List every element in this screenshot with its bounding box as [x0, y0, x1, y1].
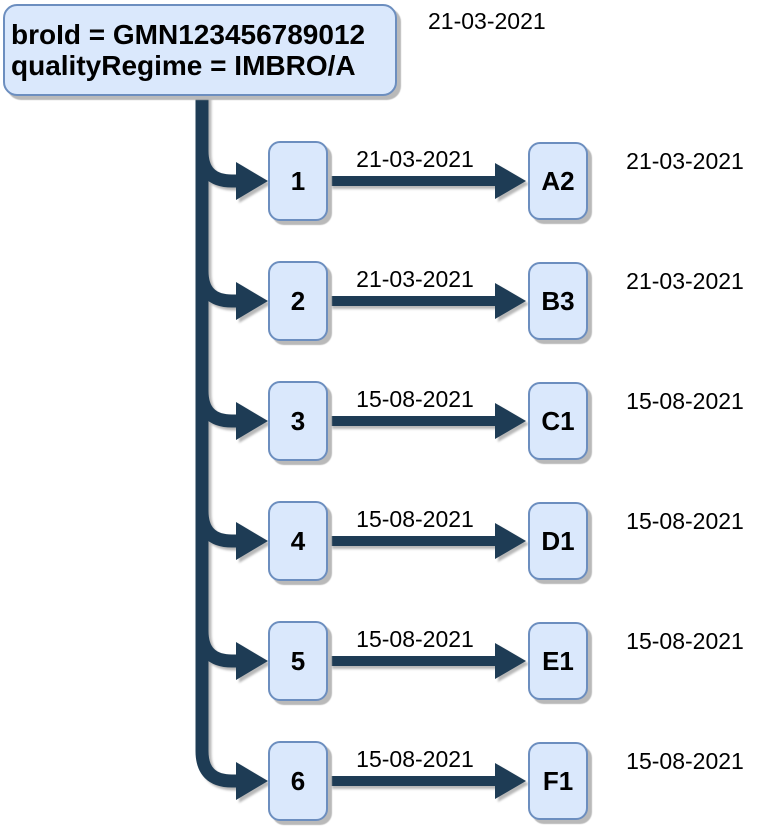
event-node-label: 2: [290, 285, 306, 316]
version-node: F1: [528, 742, 588, 820]
branch-arrowhead: [236, 282, 268, 320]
version-node-label: C1: [541, 405, 575, 436]
branch-arrowhead: [236, 162, 268, 200]
branch-arrowhead: [236, 642, 268, 680]
branch-arrowhead: [236, 402, 268, 440]
version-node-label: A2: [541, 165, 575, 196]
version-date-label: 15-08-2021: [626, 388, 744, 414]
event-node-label: 3: [290, 405, 306, 436]
branch-arrowhead: [236, 762, 268, 800]
version-node-label: B3: [541, 285, 575, 316]
edge-date-label: 15-08-2021: [356, 386, 474, 412]
branch-elbow: [195, 510, 238, 548]
edge-date-label: 21-03-2021: [356, 146, 474, 172]
edge-date-label: 15-08-2021: [356, 506, 474, 532]
event-node: 3: [268, 381, 328, 461]
version-date-label: 15-08-2021: [626, 508, 744, 534]
version-row: 1 21-03-2021 A2 21-03-2021: [0, 141, 762, 221]
version-node: D1: [528, 502, 588, 580]
version-row: 3 15-08-2021 C1 15-08-2021: [0, 381, 762, 461]
branch-elbow: [195, 750, 238, 788]
branch-elbow: [195, 150, 238, 188]
timeline-arrowhead: [495, 763, 526, 799]
version-date-label: 21-03-2021: [626, 268, 744, 294]
root-date-label: 21-03-2021: [428, 8, 546, 34]
edge-date-label: 21-03-2021: [356, 266, 474, 292]
timeline-arrowhead: [495, 163, 526, 199]
version-node-label: F1: [542, 765, 574, 796]
version-row: 2 21-03-2021 B3 21-03-2021: [0, 261, 762, 341]
edge-date-label: 15-08-2021: [356, 746, 474, 772]
timeline-arrowhead: [495, 523, 526, 559]
root-node: broId = GMN123456789012 qualityRegime = …: [3, 4, 397, 96]
event-node-label: 4: [290, 525, 306, 556]
version-node-label: D1: [541, 525, 575, 556]
version-node: B3: [528, 262, 588, 340]
event-node: 5: [268, 621, 328, 701]
event-node-label: 1: [290, 165, 306, 196]
version-date-label: 21-03-2021: [626, 148, 744, 174]
version-node: A2: [528, 142, 588, 220]
root-node-broid-text: broId = GMN123456789012: [11, 19, 366, 50]
event-node: 6: [268, 741, 328, 821]
event-node-label: 5: [290, 645, 306, 676]
version-row: 6 15-08-2021 F1 15-08-2021: [0, 741, 762, 821]
version-node: E1: [528, 622, 588, 700]
version-date-label: 15-08-2021: [626, 628, 744, 654]
version-row: 4 15-08-2021 D1 15-08-2021: [0, 501, 762, 581]
version-node-label: E1: [542, 645, 574, 676]
edge-date-label: 15-08-2021: [356, 626, 474, 652]
timeline-arrowhead: [495, 403, 526, 439]
version-node: C1: [528, 382, 588, 460]
branch-elbow: [195, 630, 238, 668]
branch-elbow: [195, 270, 238, 308]
event-node: 2: [268, 261, 328, 341]
branch-arrowhead: [236, 522, 268, 560]
event-node-label: 6: [290, 765, 306, 796]
version-date-label: 15-08-2021: [626, 748, 744, 774]
branch-elbow: [195, 390, 238, 428]
timeline-arrowhead: [495, 283, 526, 319]
timeline-arrowhead: [495, 643, 526, 679]
event-node: 4: [268, 501, 328, 581]
event-node: 1: [268, 141, 328, 221]
version-row: 5 15-08-2021 E1 15-08-2021: [0, 621, 762, 701]
root-node-qualityregime-text: qualityRegime = IMBRO/A: [11, 50, 356, 81]
